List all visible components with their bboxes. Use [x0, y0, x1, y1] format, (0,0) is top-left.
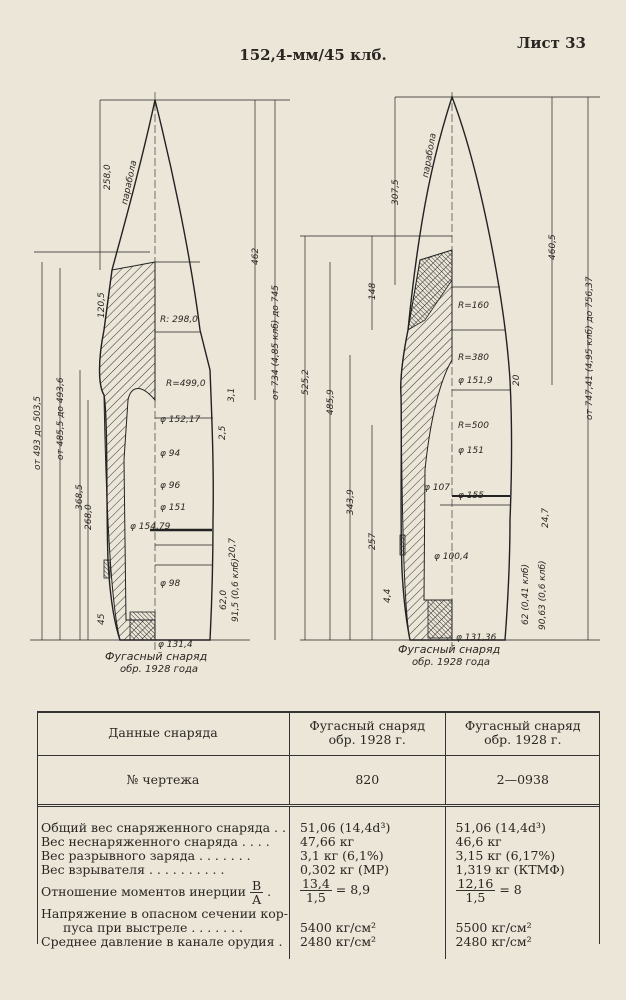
shell-data-table: Данные снаряда Фугасный снаряд обр. 1928…: [37, 711, 600, 959]
frac-num: 12,16: [455, 876, 496, 891]
dim-label: 368,5: [75, 484, 85, 510]
dim-label: 2,5: [218, 425, 228, 440]
dim-label: 120,5: [97, 292, 107, 318]
dim-label: 257: [368, 533, 378, 550]
right-shell-drawing: 307,5 парабола 148 460,5 от 747,41 (4,95…: [300, 92, 600, 668]
dim-label: φ 131,4: [158, 640, 193, 650]
dim-label: φ 94: [160, 449, 181, 459]
value: 46,6 кг: [455, 834, 502, 849]
value: 3,15 кг (6,17%): [455, 848, 556, 863]
dim-label: 4,4: [383, 588, 393, 603]
dim-label: от 493 до 503,5: [33, 396, 43, 470]
left-caption-line-2: обр. 1928 года: [120, 663, 198, 675]
dim-label: 460,5: [548, 234, 558, 260]
dim-label: от 747,41 (4,95 клб) до 756,37: [585, 276, 595, 420]
value: 51,06 (14,4d³): [455, 820, 546, 835]
frac-den: A: [252, 892, 262, 907]
frac-den: 1,5: [305, 890, 326, 905]
dim-label: φ 154,79: [130, 522, 171, 532]
dim-label: 20,7: [228, 538, 238, 558]
value: 51,06 (14,4d³): [299, 820, 391, 835]
dim-label: R=500: [458, 421, 489, 431]
row-label: пуса при выстреле . . . . . . .: [63, 920, 244, 935]
dim-label: φ 131,36: [456, 633, 497, 643]
dim-label: R=380: [458, 353, 489, 363]
page-title: 152,4-мм/45 клб.: [239, 46, 387, 64]
inertia-label: Отношение моментов инерции: [41, 884, 246, 899]
dim-label: 462: [251, 248, 261, 265]
sheet-number: Лист 33: [517, 34, 586, 52]
dim-label: от 485,5 до 493,6: [56, 377, 66, 460]
dim-label: 485,9: [326, 389, 336, 415]
value: 5400 кг/см²: [299, 920, 377, 935]
right-caption-line-2: обр. 1928 года: [412, 656, 490, 668]
dim-label: 525,2: [301, 369, 311, 395]
frac-result: = 8: [499, 882, 522, 897]
drawing-number-2: 2—0938: [444, 755, 600, 807]
row-label: Среднее давление в канале орудия .: [41, 934, 283, 949]
dim-label: 20: [512, 374, 522, 386]
value: 3,1 кг (6,1%): [299, 848, 384, 863]
value: 1,319 кг (КТМФ): [455, 862, 565, 877]
dim-label: 62 (0,41 клб): [521, 564, 531, 625]
dim-label: φ 151: [458, 446, 484, 456]
dim-label: R=160: [458, 301, 489, 311]
left-caption-line-1: Фугасный снаряд: [105, 650, 207, 663]
value: 47,66 кг: [299, 834, 355, 849]
header-data: Данные снаряда: [37, 711, 290, 756]
shell-drawings: 258,0 парабола 120,5 462 от 734 (4,85 кл…: [30, 92, 600, 675]
dim-label: φ 152,17: [160, 415, 201, 425]
row-label: Вес взрывателя . . . . . . . . . .: [41, 862, 225, 877]
dim-label: 90,63 (0,6 клб): [538, 560, 548, 630]
dim-label: 45: [97, 613, 107, 625]
frac-num: 13,4: [299, 876, 332, 891]
dim-label: φ 96: [160, 481, 181, 491]
value: 2480 кг/см²: [455, 934, 532, 949]
right-caption-line-1: Фугасный снаряд: [398, 643, 500, 656]
dim-label: φ 151: [160, 503, 186, 513]
header-shell-1-text: Фугасный снаряд обр. 1928 г.: [309, 718, 426, 747]
row-label: Общий вес снаряженного снаряда . .: [41, 820, 286, 835]
dim-label: R: 298,0: [160, 315, 198, 325]
dim-label: 24,7: [541, 508, 551, 528]
row-label: Напряжение в опасном сечении кор-: [41, 906, 288, 921]
dim-label: 3,1: [227, 388, 237, 402]
dim-label: 91,5 (0,6 клб): [231, 558, 241, 622]
dim-label: 258,0: [103, 164, 113, 190]
frac-den: 1,5: [465, 890, 486, 905]
drawing-number-label: № чертежа: [37, 755, 290, 807]
dim-label: 148: [368, 283, 378, 300]
row-label: Вес разрывного заряда . . . . . . .: [41, 848, 251, 863]
dim-label: от 734 (4,85 клб) до 745: [271, 285, 281, 400]
dim-label: φ 107: [424, 483, 450, 493]
dim-label: 268,0: [84, 504, 94, 530]
frac-num: B: [249, 878, 264, 893]
dim-label: 62,0: [219, 590, 229, 610]
header-shell-2-text: Фугасный снаряд обр. 1928 г.: [464, 718, 581, 747]
dim-label: 343,9: [346, 489, 356, 515]
dim-label: парабола: [120, 160, 139, 206]
header-shell-2: Фугасный снаряд обр. 1928 г.: [444, 711, 600, 756]
table-body-row: Общий вес снаряженного снаряда . . Вес н…: [37, 805, 600, 959]
row-label: Вес неснаряженного снаряда . . . .: [41, 834, 270, 849]
dim-label: φ 155: [458, 491, 484, 501]
frac-result: = 8,9: [335, 882, 371, 897]
dim-label: φ 98: [160, 579, 181, 589]
dim-label: R=499,0: [166, 379, 206, 389]
drawing-number-row: № чертежа 820 2—0938: [37, 755, 600, 807]
drawing-number-1: 820: [288, 755, 446, 807]
table-header-row: Данные снаряда Фугасный снаряд обр. 1928…: [37, 711, 600, 756]
dim-label: φ 151,9: [458, 376, 493, 386]
left-shell-drawing: 258,0 парабола 120,5 462 от 734 (4,85 кл…: [30, 92, 290, 675]
value: 0,302 кг (МР): [299, 862, 390, 877]
dim-label: φ 100,4: [434, 552, 469, 562]
dim-label: 307,5: [391, 179, 401, 205]
header-shell-1: Фугасный снаряд обр. 1928 г.: [288, 711, 446, 756]
value: 2480 кг/см²: [299, 934, 377, 949]
value: 5500 кг/см²: [455, 920, 532, 935]
